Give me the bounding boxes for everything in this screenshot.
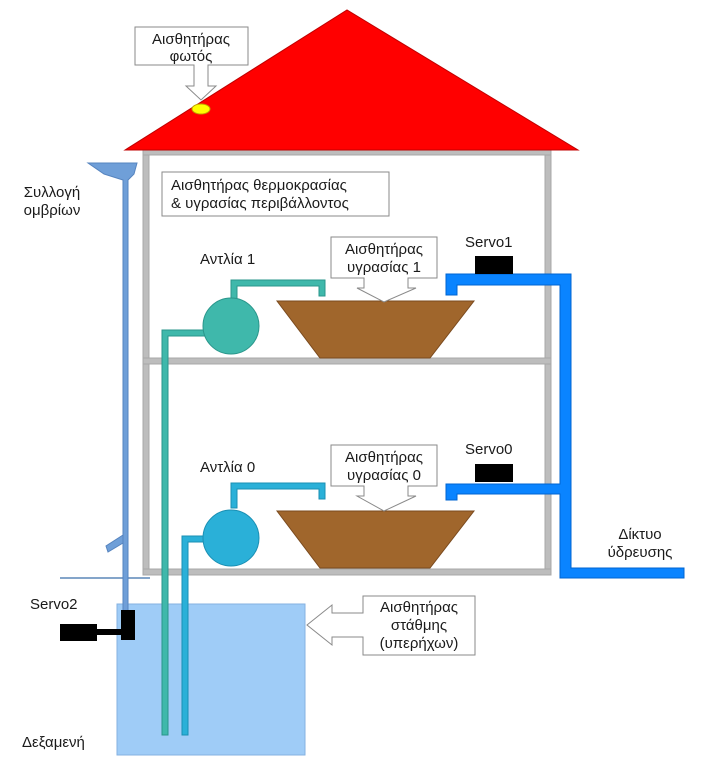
level-sensor-label-1: Αισθητήρας	[380, 599, 458, 616]
servo2	[60, 624, 122, 641]
rainwater-pipe	[86, 162, 138, 640]
temp-humidity-label-2: & υγρασίας περιβάλλοντος	[171, 195, 349, 212]
tank-label: Δεξαμενή	[22, 734, 85, 751]
soil-sensor-1-callout: Αισθητήρας υγρασίας 1	[330, 236, 438, 303]
servo-2-label: Servo2	[30, 596, 78, 613]
light-sensor-label-1: Αισθητήρας	[152, 31, 230, 48]
soil-sensor-0-label-1: Αισθητήρας	[345, 449, 423, 466]
soil-sensor-0-label-2: υγρασίας 0	[347, 467, 421, 484]
level-sensor-label-2: στάθμης	[391, 617, 447, 634]
light-sensor-callout: Αισθητήρας φωτός	[134, 26, 249, 101]
servo0	[475, 464, 513, 482]
mains-water-pipe	[445, 273, 685, 579]
rain-collection-label-1: Συλλογή	[24, 184, 80, 201]
light-sensor-dot	[191, 103, 211, 115]
soil-sensor-0-callout: Αισθητήρας υγρασίας 0	[330, 444, 438, 512]
pump1	[202, 297, 260, 355]
temp-humidity-callout: Αισθητήρας θερμοκρασίας & υγρασίας περιβ…	[161, 171, 390, 217]
pump0	[202, 509, 260, 567]
level-sensor-label-3: (υπερήχων)	[380, 635, 459, 652]
roof	[123, 9, 580, 151]
servo-0-label: Servo0	[465, 441, 513, 458]
servo2-valve	[121, 610, 135, 640]
water-tank	[116, 603, 306, 756]
planter-1	[275, 300, 476, 359]
planter-0	[275, 510, 476, 569]
water-network-label-1: Δίκτυο	[618, 526, 661, 543]
rain-collection-label-2: ομβρίων	[24, 202, 81, 219]
temp-humidity-label-1: Αισθητήρας θερμοκρασίας	[171, 177, 347, 194]
soil-sensor-1-label-1: Αισθητήρας	[345, 241, 423, 258]
water-network-label-2: ύδρευσης	[608, 544, 673, 561]
pump0-pipe	[181, 482, 326, 736]
light-sensor-label-2: φωτός	[170, 48, 213, 65]
pump-0-label: Αντλία 0	[200, 459, 255, 476]
level-sensor-callout: Αισθητήρας στάθμης (υπερήχων)	[306, 595, 476, 656]
servo1	[475, 256, 513, 274]
pump-1-label: Αντλία 1	[200, 251, 255, 268]
soil-sensor-1-label-2: υγρασίας 1	[347, 259, 421, 276]
servo-1-label: Servo1	[465, 234, 513, 251]
